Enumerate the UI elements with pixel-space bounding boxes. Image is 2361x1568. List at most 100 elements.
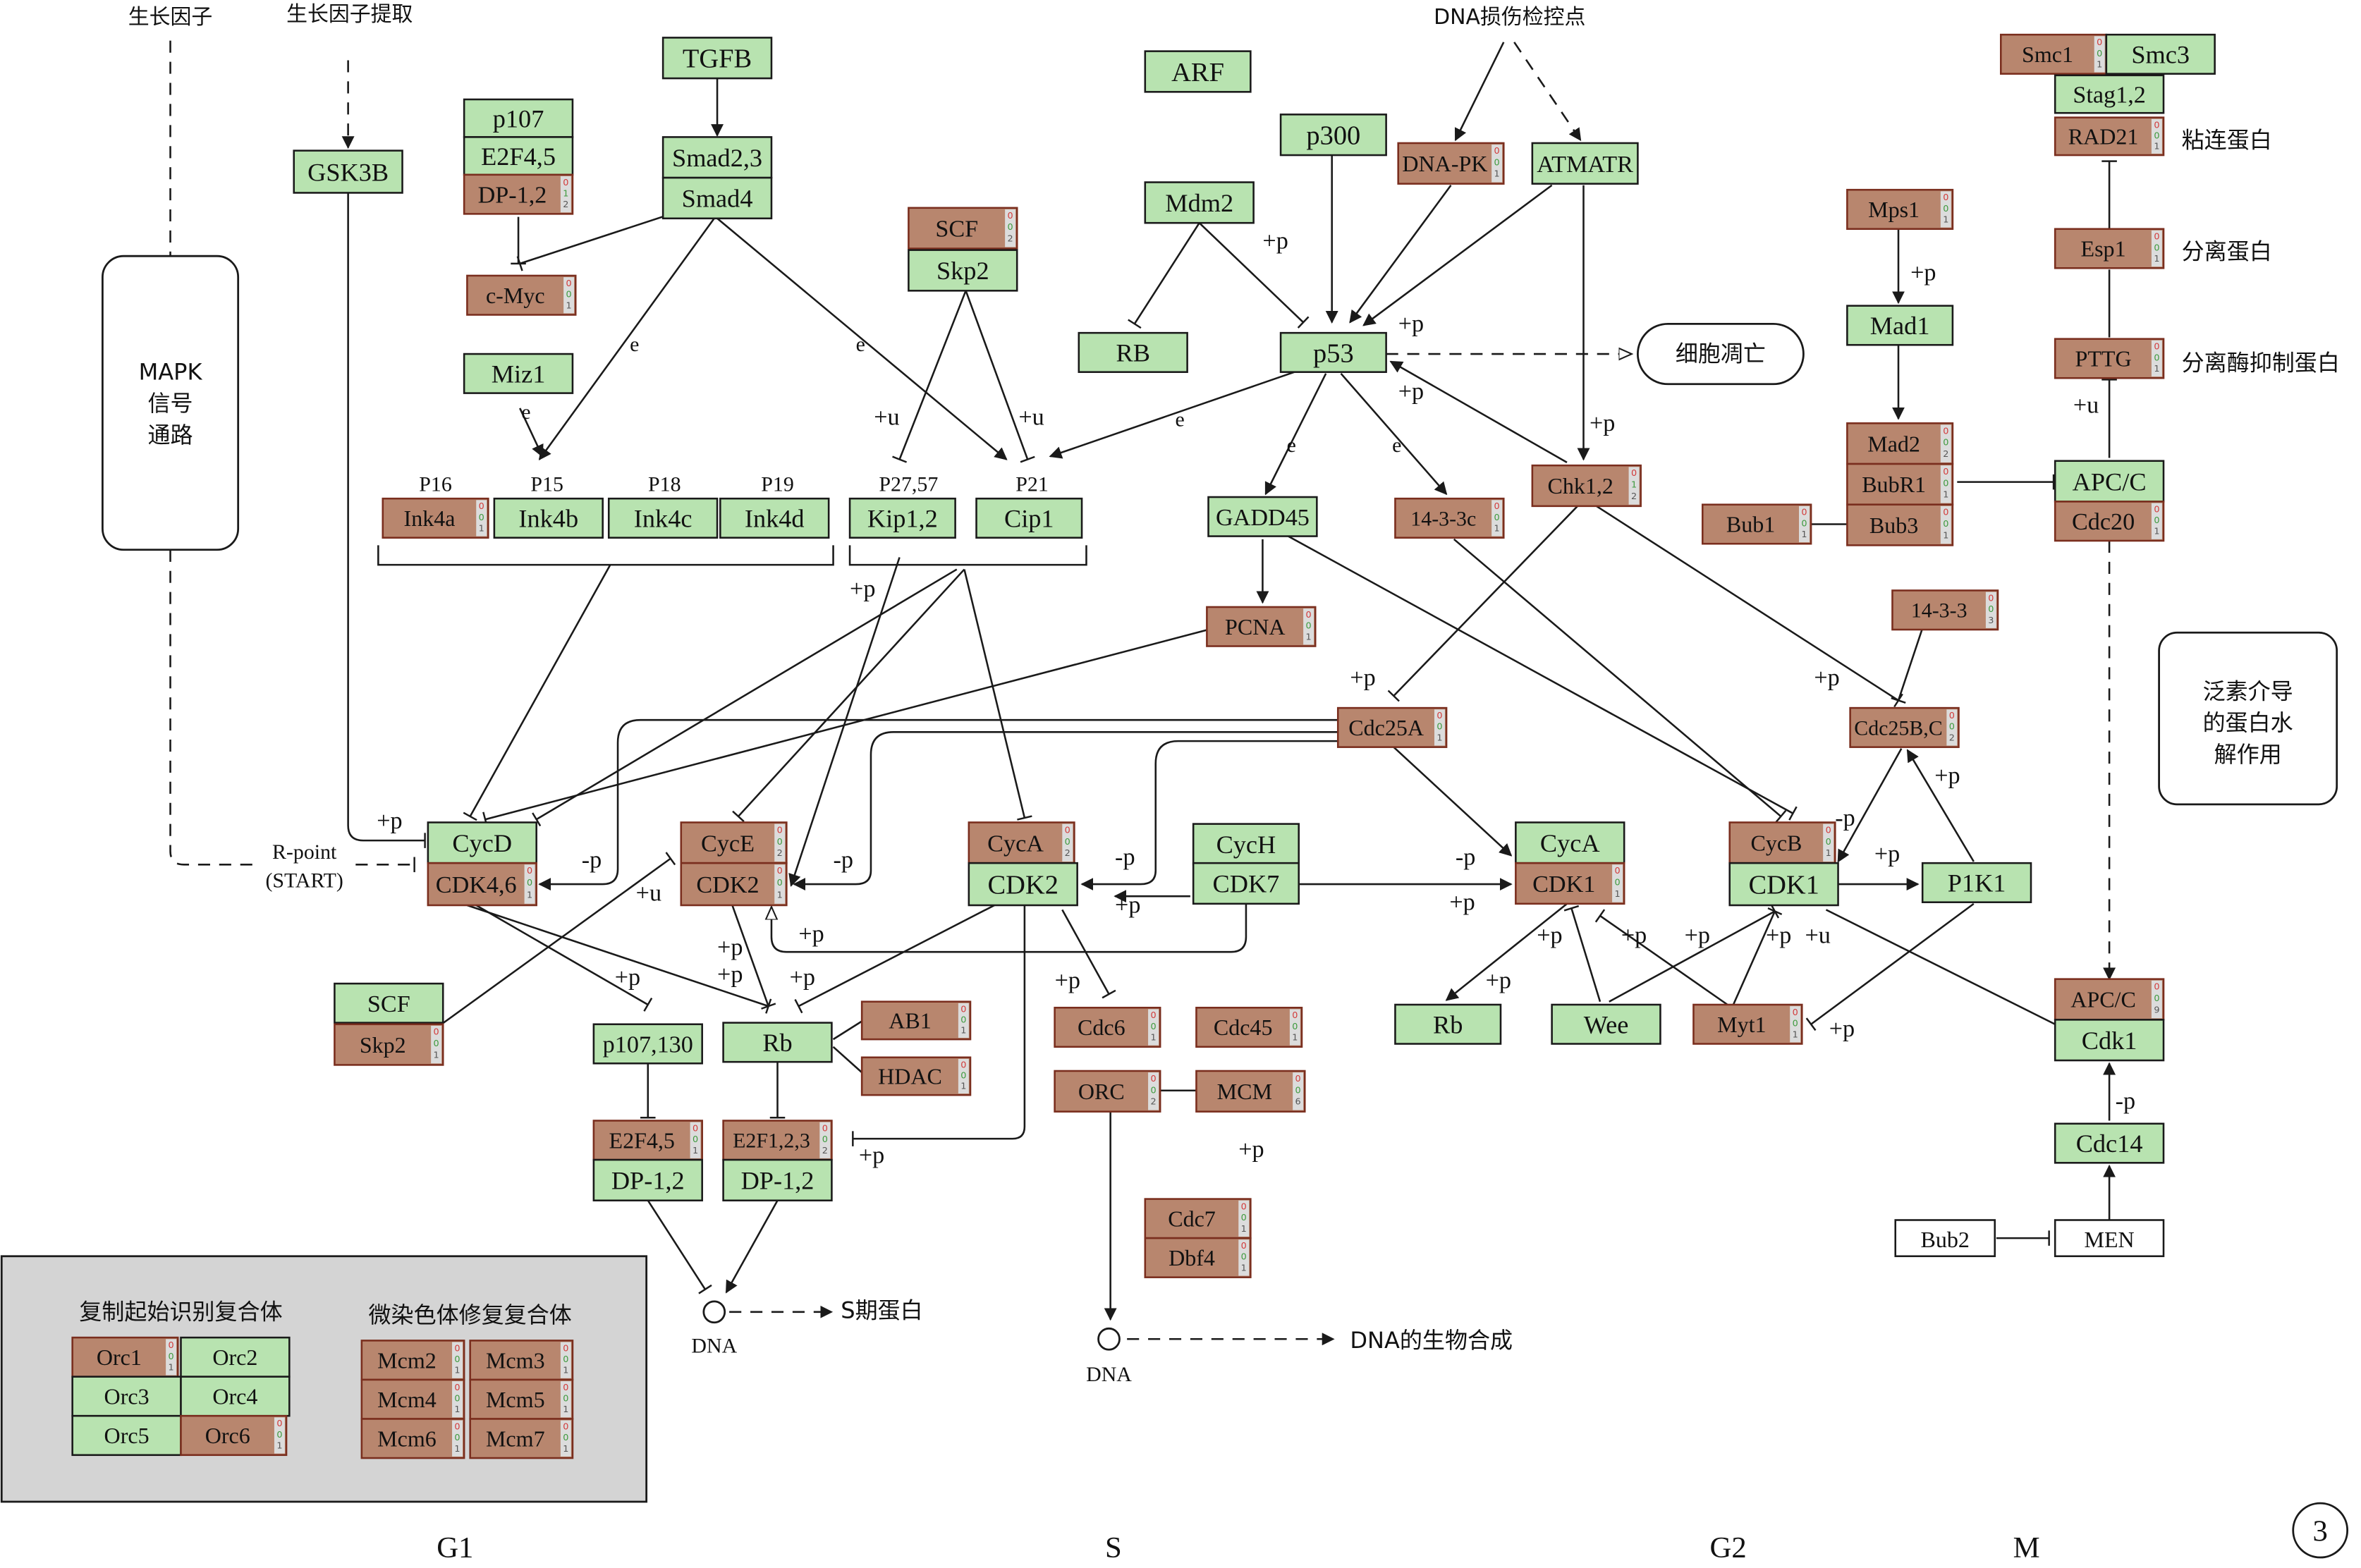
gene-box-cdk46 [427, 862, 537, 907]
edge-cdk2b-rb [794, 904, 995, 1014]
gene-label-chk12: Chk1,2 [1547, 473, 1613, 498]
indicator-value: 0 [2154, 121, 2159, 131]
gene-box-bub1 [1701, 503, 1812, 545]
gene-label-cdk1c: Cdk1 [2082, 1027, 2137, 1055]
gene-label-tgfb: TGFB [683, 44, 752, 74]
gene-box-hdac [860, 1056, 972, 1096]
gene-ink4c: Ink4c [607, 497, 719, 539]
edge-cdk2b-e2f [852, 903, 1026, 1146]
edge-label: -p [1115, 844, 1135, 870]
gene-box-cdc25a [1336, 706, 1448, 748]
indicator-value: 0 [1614, 877, 1620, 888]
dna-damage-checkpoint-label: DNA损伤检控点 [1434, 5, 1585, 30]
indicator-value: 2 [1631, 491, 1637, 502]
gene-label-mdm2: Mdm2 [1165, 189, 1233, 217]
dna-node-2 [1097, 1327, 1121, 1351]
gene-cych: CycH [1192, 823, 1300, 866]
indicator-value: 2 [1008, 234, 1013, 245]
indicator-value: 0 [1949, 722, 1955, 733]
indicator-value: 0 [1065, 825, 1070, 835]
gene-box-orc6 [180, 1414, 288, 1457]
gene-box-smad4 [661, 176, 773, 220]
gene-label-gadd45: GADD45 [1216, 505, 1310, 531]
text-labels: 生长因子 生长因子提取 DNA损伤检控点 MAPK 信号 通路 细胞凋亡 粘连蛋… [79, 2, 2340, 1564]
gene-gadd45: GADD45 [1207, 496, 1318, 537]
indicator-value: 1 [1436, 733, 1442, 743]
indicator-value: 0 [454, 1433, 460, 1443]
indicator-value: 0 [1008, 211, 1013, 221]
gene-box-cych [1192, 823, 1300, 866]
gene-atmatr: ATMATR [1531, 142, 1639, 185]
indicator-value: 0 [1494, 157, 1500, 168]
gene-label-dp12b: DP-1,2 [611, 1167, 685, 1195]
indicator-strip [2151, 503, 2162, 539]
p18-label: P18 [648, 472, 681, 496]
indicator-value: 0 [2154, 353, 2159, 363]
edge-label: -p [1835, 805, 1855, 831]
gene-label-scf2: SCF [367, 991, 410, 1017]
indicator-value: 1 [1631, 479, 1637, 490]
gene-label-pttg: PTTG [2075, 346, 2132, 372]
indicator-strip [1940, 424, 1951, 463]
gene-label-orc4: Orc4 [212, 1384, 257, 1409]
gene-p53: p53 [1279, 331, 1387, 373]
edge-label: +p [1262, 228, 1288, 255]
edge-p1k1-myt1 [1805, 902, 1975, 1031]
gene-label-e2f45b: E2F4,5 [609, 1127, 675, 1153]
gene-box-ink4a [382, 497, 489, 539]
indicator-strip [1940, 191, 1951, 228]
gene-kip12: Kip1,2 [848, 497, 956, 539]
indicator-value: 1 [563, 1404, 568, 1415]
gene-dp12b: DP-1,2 [592, 1158, 703, 1201]
gene-label-mps1: Mps1 [1868, 197, 1920, 222]
edge-label: +u [874, 404, 899, 430]
gene-label-cdc6: Cdc6 [1078, 1015, 1125, 1040]
indicator-value: 1 [169, 1362, 174, 1373]
mapk-box [102, 255, 240, 551]
edge-bracket1 [377, 545, 834, 566]
indicator-value: 0 [563, 178, 568, 188]
indicator-value: 0 [1241, 1241, 1247, 1251]
gene-label-mcm6: Mcm6 [377, 1426, 437, 1451]
indicator-strip [452, 1381, 463, 1418]
edge-gadd45-cycb [1288, 535, 1798, 821]
indicator-value: 2 [1949, 733, 1955, 743]
edge-mdm2-p53 [1198, 222, 1310, 329]
indicator-value: 1 [1306, 632, 1312, 642]
indicator-value: 1 [454, 1404, 460, 1415]
indicator-value: 0 [1826, 825, 1831, 835]
gene-p300: p300 [1279, 114, 1387, 157]
s-phase-protein-label: S期蛋白 [841, 1297, 922, 1323]
indicator-value: 1 [2154, 142, 2159, 152]
gene-label-cyca2: CycA [1540, 829, 1600, 857]
gene-box-gadd45 [1207, 496, 1318, 537]
gene-box-c1433c [1394, 497, 1505, 539]
indicator-value: 0 [563, 1343, 568, 1354]
edge-smad-p15 [538, 218, 715, 461]
indicator-value: 1 [276, 1441, 282, 1452]
gene-label-bubr1: BubR1 [1862, 472, 1926, 497]
gene-mdm2: Mdm2 [1144, 181, 1255, 224]
indicator-value: 0 [479, 501, 484, 512]
edge-myt1-cdk1 [1594, 909, 1731, 1007]
edge-label: +u [2073, 392, 2099, 418]
indicator-value: 0 [822, 1123, 828, 1134]
indicator-value: 0 [1150, 1074, 1156, 1084]
indicator-value: 0 [2097, 37, 2102, 48]
p16-label: P16 [419, 472, 452, 496]
edge-dnapk-p53 [1349, 185, 1452, 324]
indicator-value: 0 [1793, 1019, 1798, 1029]
gene-p107: p107 [463, 98, 574, 138]
gene-gsk3b: GSK3B [293, 149, 403, 194]
edge-label: +p [1685, 922, 1710, 948]
gene-label-cdc14: Cdc14 [2076, 1129, 2143, 1158]
indicator-value: 1 [693, 1146, 698, 1156]
gene-label-miz1: Miz1 [492, 360, 546, 388]
